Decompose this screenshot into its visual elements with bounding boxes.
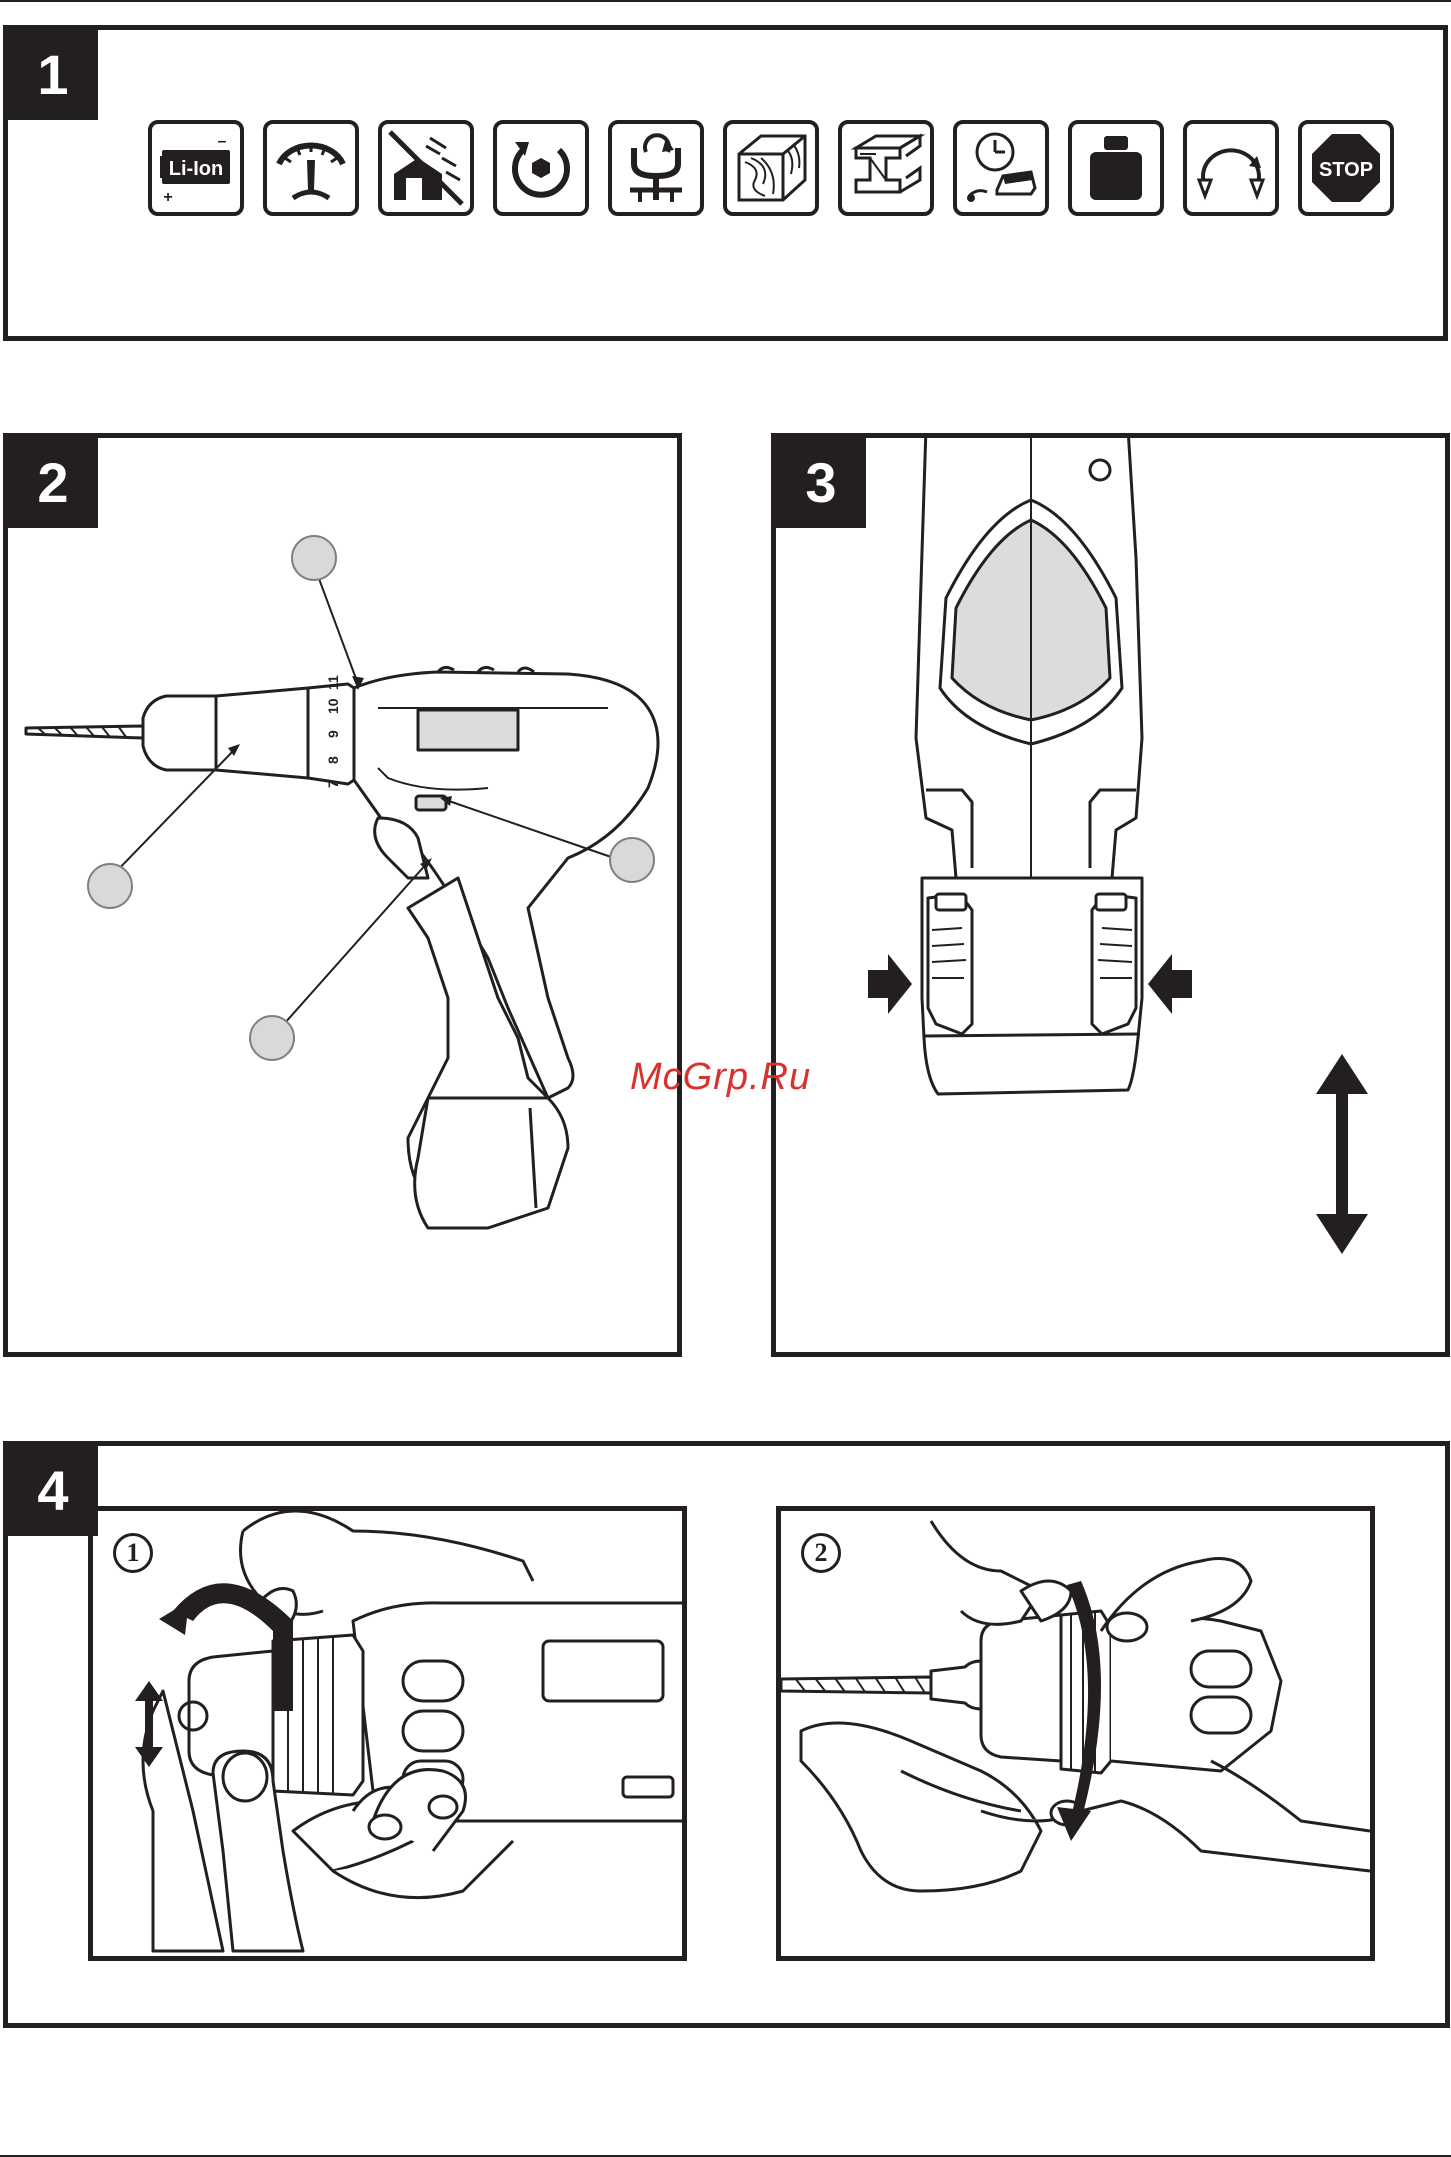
stop-label: STOP (1319, 159, 1373, 181)
li-ion-label: Li-Ion (169, 158, 223, 180)
figure-number: 4 (8, 1446, 98, 1536)
figure-number: 2 (8, 438, 98, 528)
top-rule (0, 0, 1451, 2)
stop-icon: STOP (1298, 120, 1394, 216)
speed-gauge-icon (263, 120, 359, 216)
reverse-rotation-icon (1183, 120, 1279, 216)
figure-1-panel: 1 Li-Ion – + (3, 25, 1448, 341)
clutch-setting-8: 8 (325, 756, 341, 764)
weight-icon (1068, 120, 1164, 216)
figure-number: 1 (8, 30, 98, 120)
callout-circle (250, 1016, 294, 1060)
callout-circle (610, 838, 654, 882)
step-number: 2 (801, 1533, 841, 1573)
drill-drawing: 7 8 9 10 11 (8, 438, 677, 1352)
li-ion-battery-icon: Li-Ion – + (148, 120, 244, 216)
watermark-text: McGrp.Ru (630, 1056, 811, 1099)
wood-icon (723, 120, 819, 216)
clutch-setting-10: 10 (325, 698, 341, 714)
callout-circle (88, 864, 132, 908)
callout-circle (292, 536, 336, 580)
chuck-open-drawing (93, 1511, 682, 1956)
torque-clutch-icon (608, 120, 704, 216)
clutch-setting-9: 9 (325, 730, 341, 738)
step-1-panel: 1 (88, 1506, 687, 1961)
charging-time-icon (953, 120, 1049, 216)
figure-2-panel: 2 (3, 433, 682, 1357)
no-rain-icon (378, 120, 474, 216)
figure-number: 3 (776, 438, 866, 528)
step-2-panel: 2 (776, 1506, 1375, 1961)
clutch-setting-7: 7 (325, 780, 341, 788)
push-right-arrow-icon (868, 954, 912, 1014)
plus-label: + (163, 189, 172, 206)
slide-up-down-arrow-icon (1316, 1054, 1368, 1254)
symbol-row: Li-Ion – + (148, 120, 1394, 216)
clutch-setting-11: 11 (325, 675, 341, 690)
rotation-direction-icon (493, 120, 589, 216)
figure-3-panel: 3 (771, 433, 1450, 1357)
minus-label: – (218, 133, 227, 150)
chuck-tighten-drawing (781, 1511, 1370, 1956)
step-number: 1 (113, 1533, 153, 1573)
metal-beam-icon (838, 120, 934, 216)
push-left-arrow-icon (1148, 954, 1192, 1014)
figure-4-panel: 4 1 (3, 1441, 1450, 2028)
battery-release-drawing (776, 438, 1445, 1352)
